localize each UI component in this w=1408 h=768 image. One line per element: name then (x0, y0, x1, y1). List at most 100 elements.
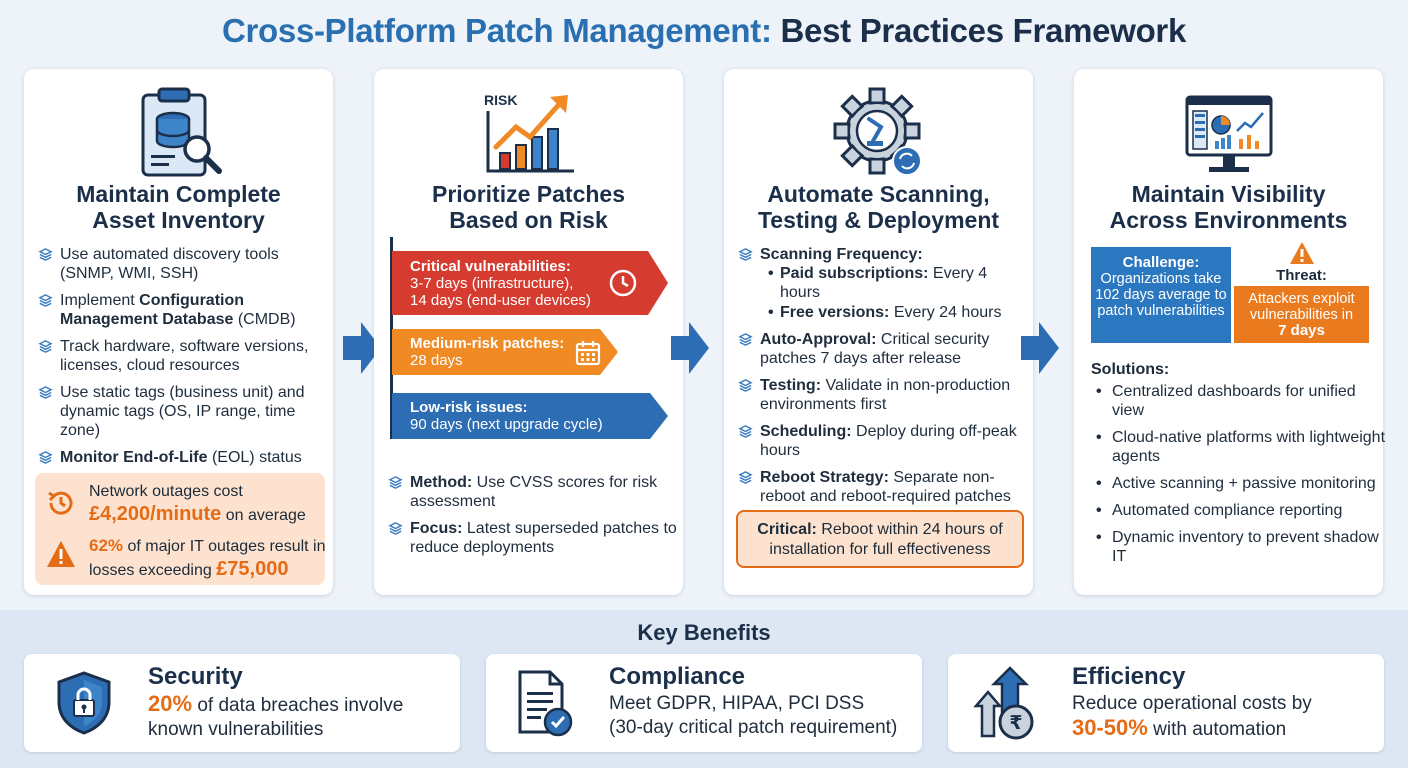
item-text: Every 4 hours (780, 265, 988, 301)
title-line: Maintain Visibility (1131, 181, 1326, 207)
benefit-line: with automation (1147, 719, 1287, 740)
item-bold: Reboot Strategy: (760, 469, 889, 486)
timeline-bar (390, 237, 393, 439)
stat-value: £4,200/minute (89, 503, 222, 525)
document-check-icon (518, 670, 573, 737)
item-bold: Method: (410, 474, 473, 491)
bullet: • (1096, 475, 1102, 492)
band-text: 14 days (end-user devices) (410, 291, 591, 309)
svg-text:₹: ₹ (1009, 712, 1022, 734)
item-text: Centralized dashboards for unified view (1112, 383, 1356, 419)
title-part1: Cross-Platform Patch Management: (221, 12, 772, 49)
item-text: Every 24 hours (889, 304, 1002, 321)
threat-label: Threat: (1276, 267, 1327, 284)
item-bold: Auto-Approval: (760, 331, 877, 348)
outage-cost-text: Network outages cost £4,200/minute on av… (89, 481, 325, 527)
benefit-heading: Compliance (609, 663, 746, 690)
layers-icon (738, 248, 753, 261)
benefit-compliance: Compliance Meet GDPR, HIPAA, PCI DSS (30… (486, 654, 922, 752)
list-item: Monitor End-of-Life (EOL) status (38, 448, 328, 467)
list-item: Use automated discovery tools (SNMP, WMI… (38, 245, 328, 283)
band-critical: Critical vulnerabilities: 3-7 days (infr… (392, 251, 668, 315)
layers-icon (38, 386, 53, 399)
callout-text: Reboot within 24 hours of installation f… (769, 521, 1003, 558)
benefit-value: 20% (148, 691, 193, 716)
callout-bold: Critical: (757, 521, 817, 538)
layers-icon (38, 451, 53, 464)
list-item: Method: Use CVSS scores for risk assessm… (388, 473, 678, 511)
band-text: 28 days (410, 352, 463, 369)
item-text: Separate non-reboot and reboot-required … (760, 469, 1011, 505)
benefit-line: known vulnerabilities (148, 719, 324, 740)
clipboard-database-icon (24, 83, 333, 187)
challenge-box: Challenge: Organizations take 102 days a… (1091, 247, 1231, 343)
list-item: Testing: Validate in non-production envi… (738, 376, 1028, 414)
band-label: Low-risk issues: (410, 399, 528, 416)
layers-icon (38, 294, 53, 307)
stat-text: Network outages cost (89, 483, 243, 500)
band-text: 90 days (next upgrade cycle) (410, 416, 603, 433)
card-title: Maintain Complete Asset Inventory (24, 181, 333, 233)
item-text: Cloud-native platforms with lightweight … (1112, 429, 1386, 465)
item-text: Active scanning + passive monitoring (1112, 475, 1376, 492)
layers-icon (738, 379, 753, 392)
scan-sublist: Paid subscriptions: Every 4 hours Free v… (760, 264, 1028, 322)
threat-box: Attackers exploit vulnerabilities in 7 d… (1234, 286, 1369, 343)
threat-text: Attackers exploit vulnerabilities in (1248, 291, 1355, 323)
page-title: Cross-Platform Patch Management: Best Pr… (0, 12, 1408, 50)
benefit-text: Meet GDPR, HIPAA, PCI DSS (30-day critic… (609, 692, 897, 740)
band-label: Medium-risk patches: (410, 335, 565, 352)
critical-reboot-callout: Critical: Reboot within 24 hours of inst… (736, 510, 1024, 568)
stat-value: 62% (89, 536, 124, 555)
list-item: Implement Configuration Management Datab… (38, 291, 328, 329)
risk-label: RISK (484, 92, 517, 108)
band-label: Critical vulnerabilities: (410, 257, 571, 275)
item-text: Use static tags (business unit) and dyna… (60, 384, 305, 439)
bullet: • (1096, 383, 1102, 400)
list-item: Auto-Approval: Critical security patches… (738, 330, 1028, 368)
item-text: (CMDB) (233, 311, 296, 328)
layers-icon (738, 471, 753, 484)
warning-icon (1290, 242, 1314, 264)
layers-icon (388, 522, 403, 535)
band-text: 3-7 days (infrastructure), (410, 274, 574, 292)
title-line: Automate Scanning, (767, 181, 990, 207)
benefit-line: of data breaches involve (192, 695, 404, 716)
list-item: Reboot Strategy: Separate non-reboot and… (738, 468, 1028, 506)
item-text: Track hardware, software versions, licen… (60, 338, 309, 374)
outage-cost-callout: Network outages cost £4,200/minute on av… (35, 473, 326, 585)
warning-icon (47, 541, 75, 567)
card-visibility: Maintain Visibility Across Environments … (1074, 69, 1386, 595)
layers-icon (38, 340, 53, 353)
list-item: Track hardware, software versions, licen… (38, 337, 328, 375)
title-line: Testing & Deployment (757, 207, 1000, 233)
risk-chart-icon: RISK (374, 83, 683, 187)
flow-arrow-icon (343, 322, 381, 374)
item-bold: Monitor End-of-Life (60, 449, 208, 466)
card-prioritize-patches: RISK Prioritize Patches Based on Risk Cr… (374, 69, 683, 595)
item-text: Critical security patches 7 days after r… (760, 331, 990, 367)
card-title: Prioritize Patches Based on Risk (374, 181, 683, 233)
benefit-efficiency: ₹ Efficiency Reduce operational costs by… (948, 654, 1384, 752)
bullet: • (1096, 429, 1102, 446)
list-item: • Cloud-native platforms with lightweight… (1096, 428, 1386, 466)
item-text: (EOL) status (207, 449, 302, 466)
shield-lock-icon (57, 671, 111, 735)
flow-arrow-icon (671, 322, 709, 374)
gear-robot-arm-icon (724, 83, 1033, 187)
title-part2: Best Practices Framework (780, 12, 1187, 49)
benefit-security: Security 20% of data breaches involve kn… (24, 654, 460, 752)
title-line: Asset Inventory (92, 207, 265, 233)
inventory-list: Use automated discovery tools (SNMP, WMI… (38, 245, 328, 475)
calendar-icon (574, 339, 602, 367)
sub-item: Paid subscriptions: Every 4 hours (760, 264, 1028, 302)
outage-loss-text: 62% of major IT outages result in losses… (89, 535, 329, 582)
benefit-heading: Security (148, 663, 243, 690)
list-item: Scanning Frequency: Paid subscriptions: … (738, 245, 1028, 322)
benefit-text: Reduce operational costs by 30-50% with … (1072, 692, 1312, 742)
benefit-heading: Efficiency (1072, 663, 1186, 690)
list-item: •Automated compliance reporting (1096, 501, 1386, 520)
list-item: Scheduling: Deploy during off-peak hours (738, 422, 1028, 460)
title-line: Prioritize Patches (431, 181, 626, 207)
sub-item: Free versions: Every 24 hours (760, 303, 1028, 322)
